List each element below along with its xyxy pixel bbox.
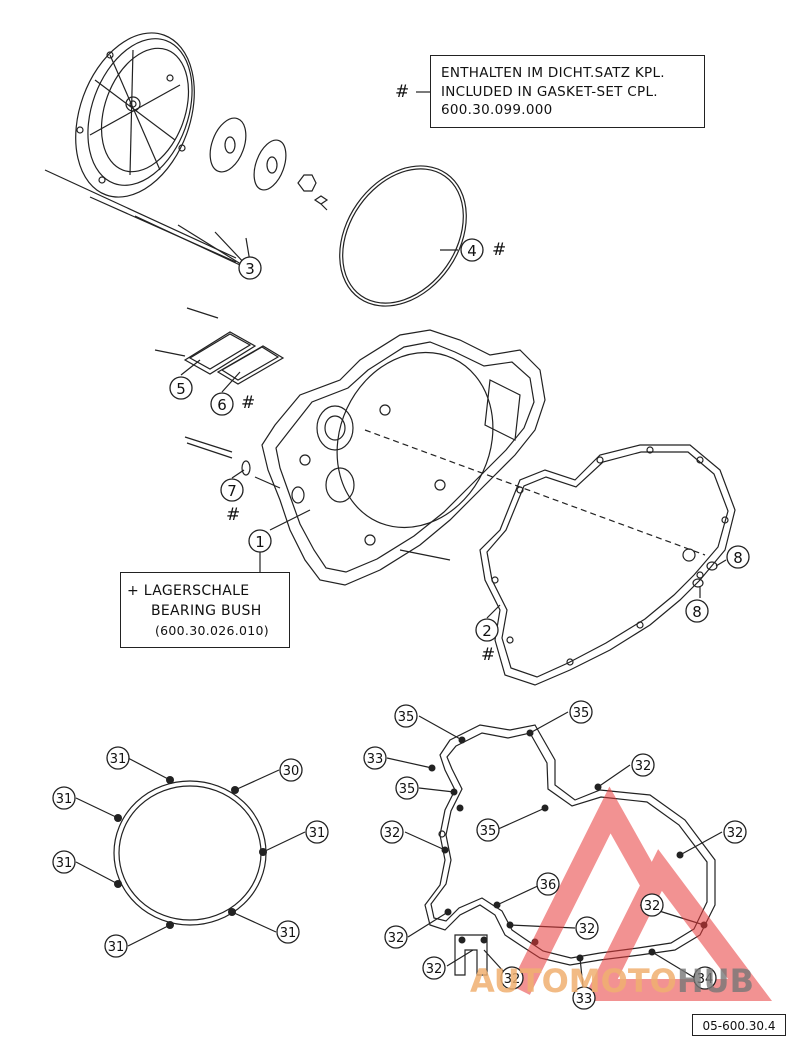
cover-gasket-callout-circle <box>422 956 446 980</box>
cover-gasket-callout-circle <box>569 700 593 724</box>
round-gasket-callout-label: 30 <box>283 764 300 779</box>
cover-gasket-callout-label: 32 <box>579 922 596 937</box>
watermark-text: AUTOMOTOHUB <box>470 962 754 1000</box>
cover-gasket-callout-circle <box>693 966 717 990</box>
gasket-box-line-3: 600.30.099.000 <box>441 102 553 118</box>
cover-gasket-drawing <box>479 444 736 686</box>
cover-gasket-callout-circle <box>395 776 419 800</box>
part-number-8a: 8 <box>733 549 743 567</box>
cover-gasket-callout-circle <box>500 966 524 990</box>
cover-gasket-callout-circle <box>363 746 387 770</box>
watermark-part-1: AUTOMOTO <box>470 962 677 1000</box>
part-number-7: 7 <box>227 482 237 500</box>
round-gasket-callout-circle <box>104 934 128 958</box>
part-number-8b: 8 <box>692 603 702 621</box>
small-cover-drawing <box>154 307 285 385</box>
part-number-4: 4 <box>467 242 477 260</box>
round-gasket-callout-circle <box>305 820 329 844</box>
cover-gasket-callout-circle <box>723 820 747 844</box>
cover-gasket-callout-circle <box>476 818 500 842</box>
part-number-5: 5 <box>176 380 186 398</box>
cover-gasket-callout-circle <box>384 925 408 949</box>
cover-gasket-callout-label: 32 <box>727 826 744 841</box>
gasket-set-info-box: ENTHALTEN IM DICHT.SATZ KPL. INCLUDED IN… <box>430 55 705 128</box>
round-gasket-callout-circle <box>279 758 303 782</box>
cover-gasket-callout-label: 33 <box>576 992 593 1007</box>
round-gasket-callout-label: 31 <box>309 826 326 841</box>
cover-gasket-callout-label: 34 <box>697 972 714 987</box>
round-gasket-callout-label: 31 <box>56 856 73 871</box>
bush-box-line-3: (600.30.026.010) <box>155 623 269 638</box>
bush-box-line-2: BEARING BUSH <box>151 603 262 619</box>
part-number-1: 1 <box>255 533 265 551</box>
cover-gasket-callout-label: 32 <box>635 759 652 774</box>
cover-gasket-callout-circle <box>536 872 560 896</box>
gasket-box-line-2: INCLUDED IN GASKET-SET CPL. <box>441 83 658 100</box>
part-number-3: 3 <box>245 260 255 278</box>
watermark-logo <box>510 786 772 1001</box>
crankcase-cover-drawing <box>254 329 706 586</box>
hash-mark-4: # <box>492 240 507 260</box>
cover-gasket-detail <box>386 711 723 988</box>
round-gasket-callout-label: 31 <box>56 792 73 807</box>
round-gasket-callout-circle <box>276 920 300 944</box>
cover-gasket-callout-label: 32 <box>644 899 661 914</box>
part-number-6: 6 <box>217 396 227 414</box>
cover-gasket-callout-label: 35 <box>573 706 590 721</box>
clutch-cover-drawing <box>44 32 329 267</box>
bearing-bush-info-box: + LAGERSCHALE BEARING BUSH (600.30.026.0… <box>120 572 290 648</box>
round-gasket-detail <box>75 757 306 947</box>
watermark-part-2: HUB <box>676 962 755 1000</box>
bush-box-line-1: + LAGERSCHALE <box>127 583 250 599</box>
cover-gasket-callout-label: 32 <box>388 931 405 946</box>
hash-mark-6: # <box>241 393 256 413</box>
o-ring-drawing <box>339 165 467 307</box>
cover-gasket-callout-label: 32 <box>504 972 521 987</box>
cover-gasket-callout-label: 36 <box>540 878 557 893</box>
cover-gasket-callout-label: 33 <box>367 752 384 767</box>
cover-gasket-callout-circle <box>640 893 664 917</box>
round-gasket-callout-circle <box>52 850 76 874</box>
gasket-set-marker: # <box>395 82 410 102</box>
part-number-2: 2 <box>482 622 492 640</box>
cover-gasket-callout-label: 35 <box>399 782 416 797</box>
cover-gasket-callout-circle <box>394 704 418 728</box>
cover-gasket-callout-circle <box>572 986 596 1010</box>
cover-gasket-callout-circle <box>575 916 599 940</box>
cover-gasket-callout-label: 35 <box>480 824 497 839</box>
cover-gasket-callout-label: 35 <box>398 710 415 725</box>
gasket-box-line-1: ENTHALTEN IM DICHT.SATZ KPL. <box>441 65 665 81</box>
drawing-number: 05-600.30.4 <box>692 1014 786 1036</box>
hash-mark-2: # <box>481 645 496 665</box>
round-gasket-callout-label: 31 <box>108 940 125 955</box>
cover-gasket-callout-circle <box>631 753 655 777</box>
cover-gasket-callout-label: 32 <box>426 962 443 977</box>
cover-gasket-callout-label: 32 <box>384 826 401 841</box>
round-gasket-callout-circle <box>106 746 130 770</box>
cover-gasket-callout-circle <box>380 820 404 844</box>
round-gasket-callout-label: 31 <box>110 752 127 767</box>
round-gasket-callout-circle <box>52 786 76 810</box>
hash-mark-7: # <box>226 505 241 525</box>
round-gasket-callout-label: 31 <box>280 926 297 941</box>
